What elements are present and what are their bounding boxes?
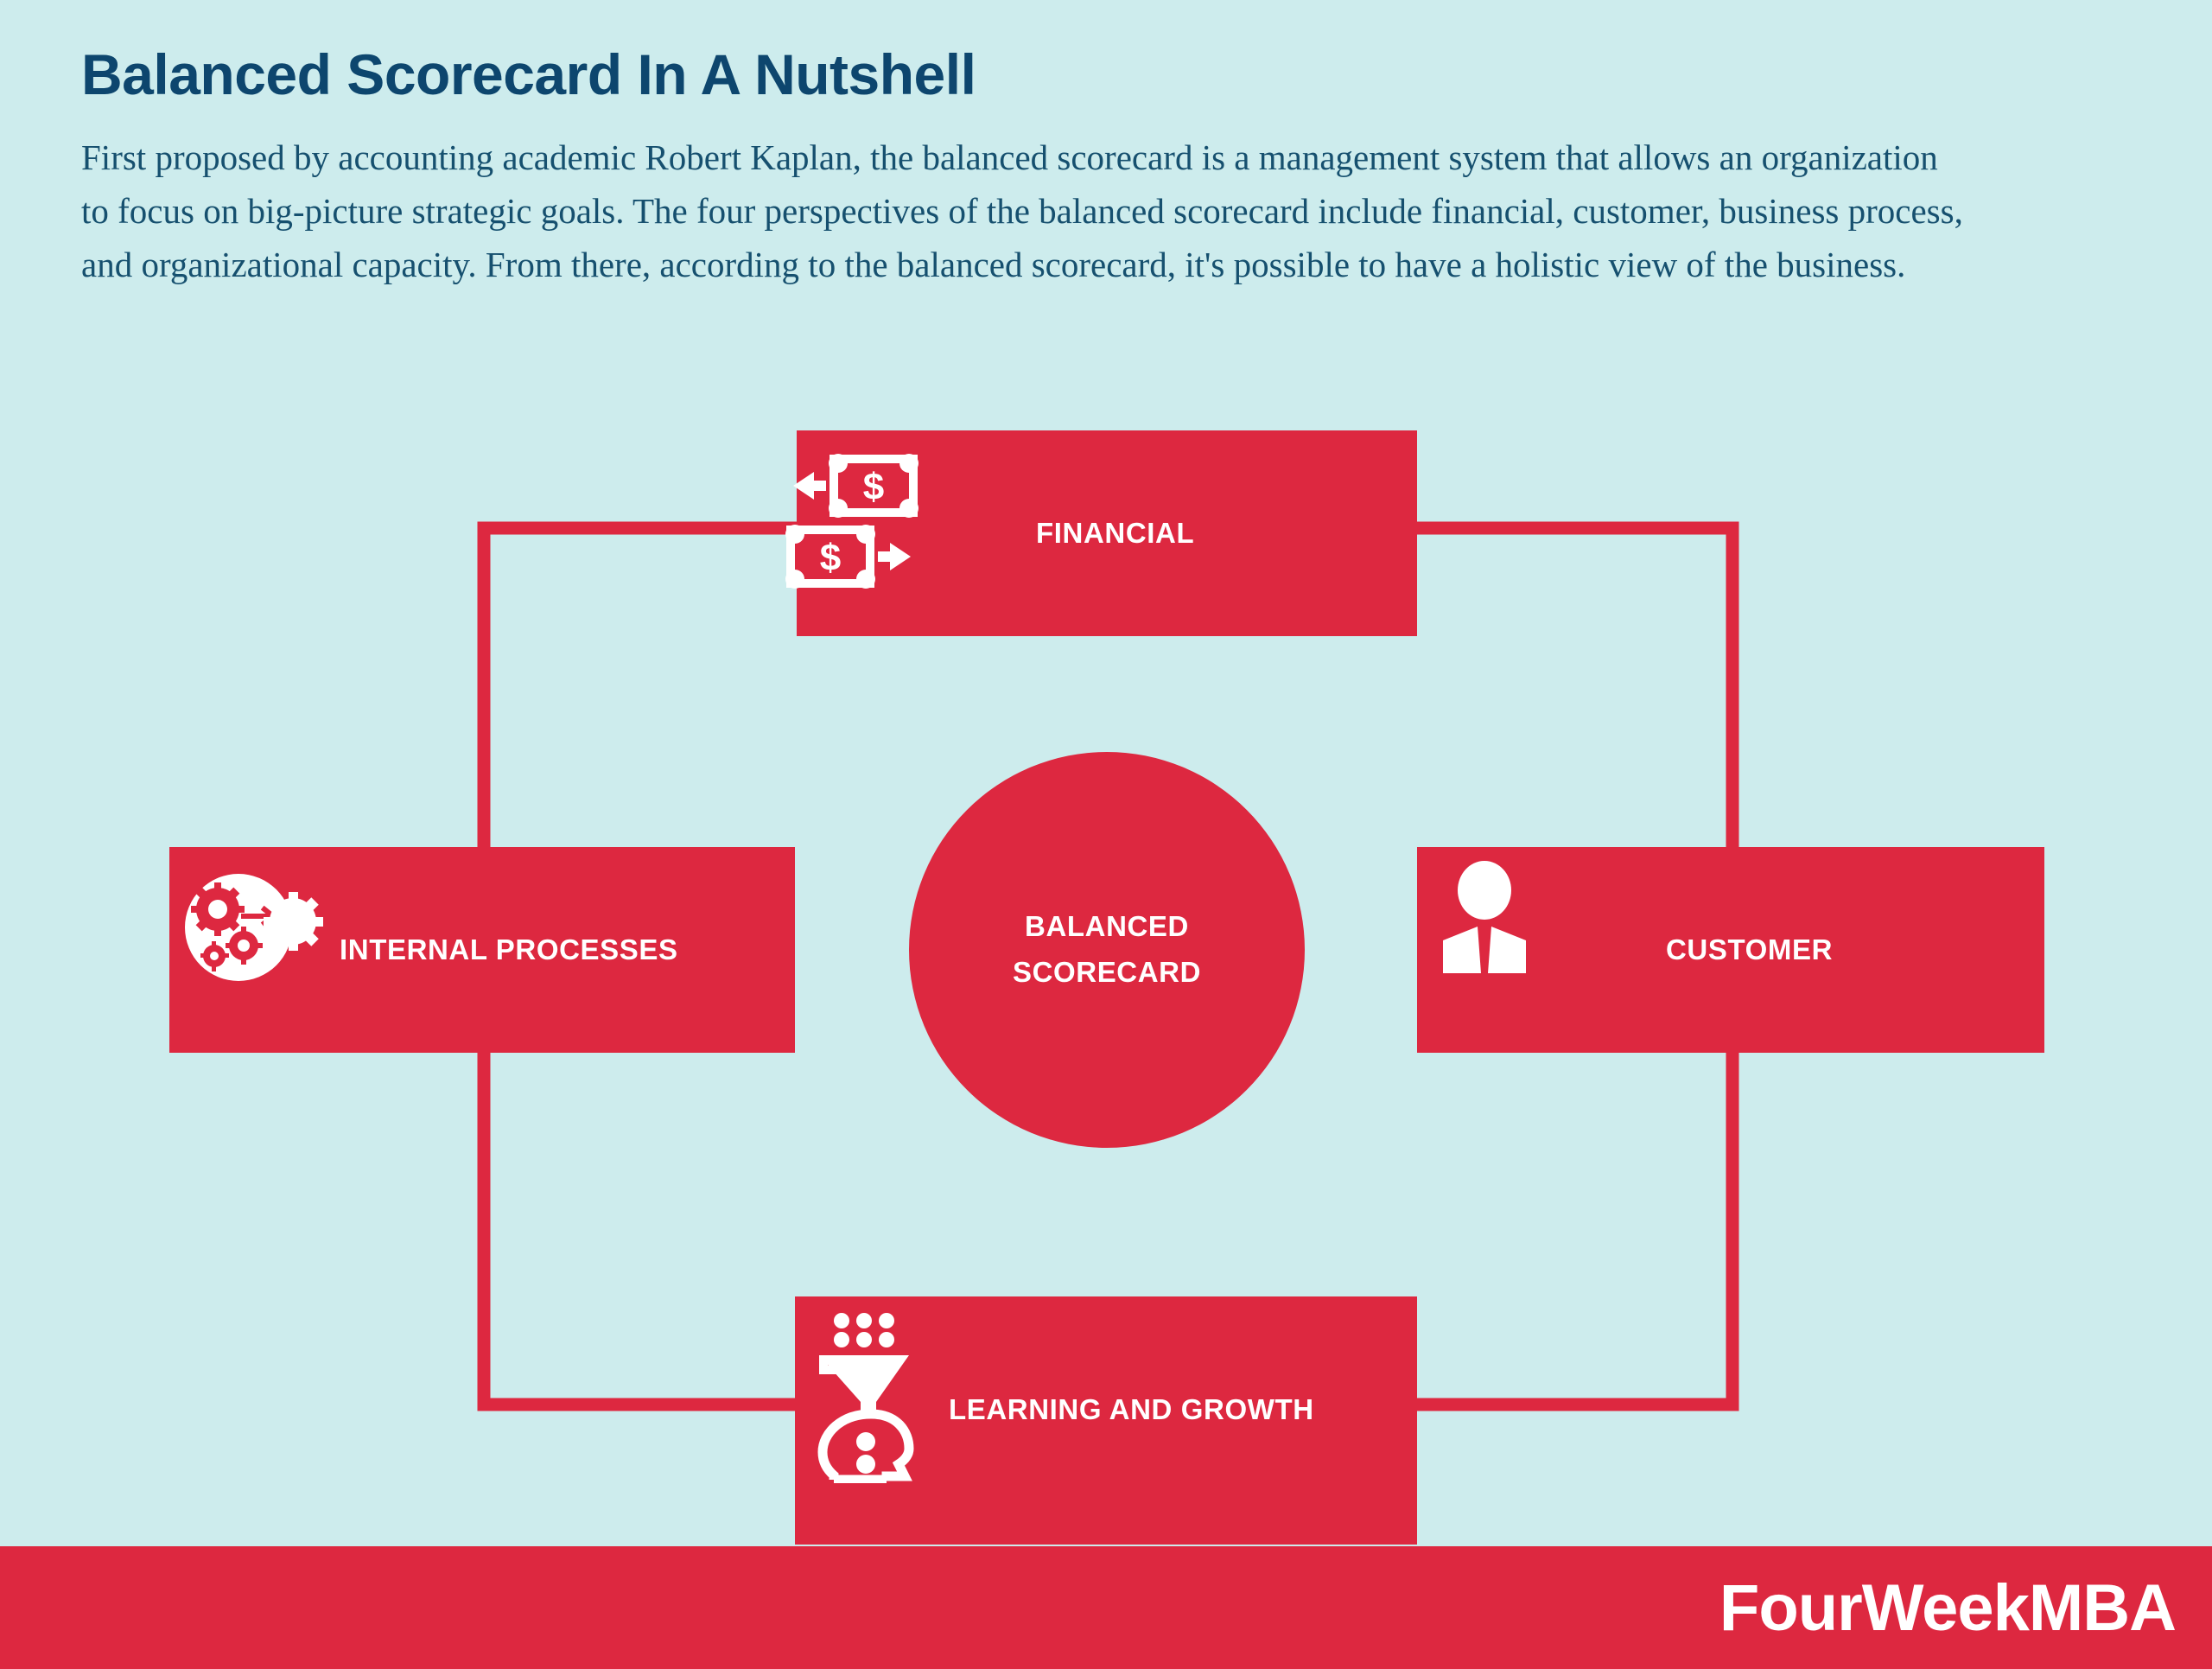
gears-process-icon	[185, 874, 323, 981]
node-financial[interactable]: $ $ FINANCIAL	[785, 430, 1417, 636]
node-financial-label: FINANCIAL	[1036, 517, 1195, 549]
header: Balanced Scorecard In A Nutshell First p…	[81, 43, 2069, 292]
node-internal-processes[interactable]: INTERNAL PROCESSES	[169, 847, 795, 1053]
center-label-line-2: SCORECARD	[1012, 956, 1202, 988]
svg-text:$: $	[820, 537, 841, 579]
footer-bar: FourWeekMBA	[0, 1546, 2212, 1669]
page-title: Balanced Scorecard In A Nutshell	[81, 42, 976, 106]
node-internal-processes-label: INTERNAL PROCESSES	[340, 933, 678, 965]
center-balanced-scorecard[interactable]: BALANCED SCORECARD	[909, 752, 1305, 1148]
person-icon	[1443, 861, 1526, 973]
node-learning-and-growth[interactable]: LEARNING AND GROWTH	[795, 1296, 1417, 1545]
page-description: First proposed by accounting academic Ro…	[81, 137, 1963, 285]
center-label-line-1: BALANCED	[1025, 910, 1189, 943]
cash-flow-icon: $ $	[785, 454, 918, 589]
node-customer-label: CUSTOMER	[1666, 933, 1834, 965]
head-funnel-knowledge-icon	[817, 1313, 914, 1483]
fourweekmba-logo: FourWeekMBA	[1719, 1570, 2177, 1645]
node-customer[interactable]: CUSTOMER	[1417, 847, 2044, 1053]
node-learning-and-growth-label: LEARNING AND GROWTH	[949, 1393, 1314, 1425]
svg-text:$: $	[863, 466, 884, 508]
